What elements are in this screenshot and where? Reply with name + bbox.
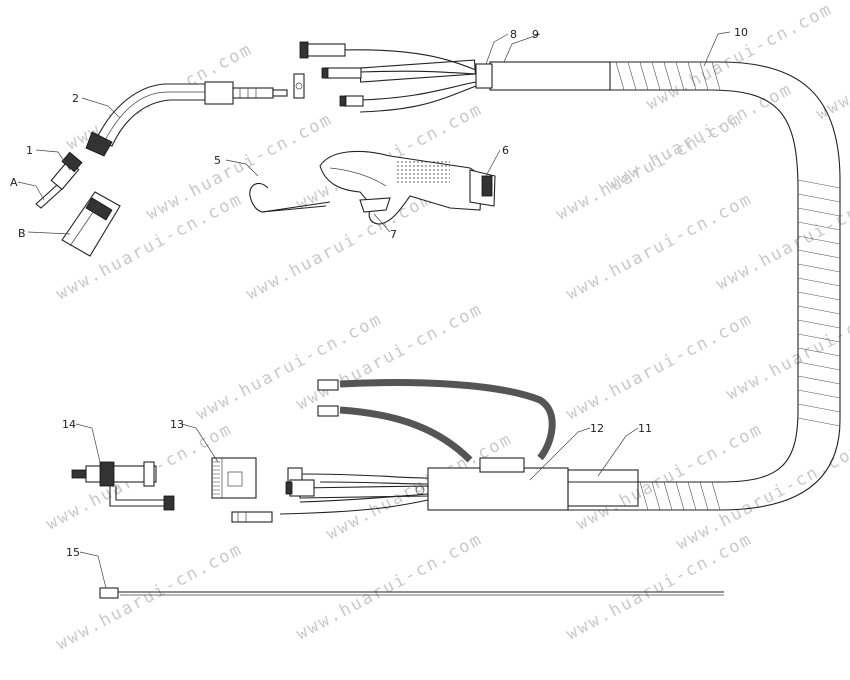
hose-band bbox=[797, 249, 841, 259]
callout-label: 2 bbox=[72, 92, 79, 105]
watermark-text: www.huarui-cn.com bbox=[643, 0, 836, 114]
wire-liner bbox=[99, 587, 724, 599]
adaptor-ring bbox=[211, 457, 257, 499]
watermark-text: www.huarui-cn.com bbox=[293, 529, 486, 644]
hose-band bbox=[639, 481, 649, 511]
hose-band bbox=[639, 61, 649, 91]
callout-label: 10 bbox=[734, 26, 748, 39]
callout-label: 5 bbox=[214, 154, 221, 167]
callout-labels: A B 1 2 5 6 7 8 9 10 11 12 13 14 15 bbox=[10, 26, 748, 559]
hose-band bbox=[675, 481, 685, 511]
leader-lines bbox=[17, 31, 731, 589]
nozzle bbox=[61, 191, 121, 257]
hose-band bbox=[797, 179, 841, 189]
callout-label: 1 bbox=[26, 144, 33, 157]
hose-band bbox=[711, 61, 721, 91]
contact-tip bbox=[35, 151, 83, 209]
hose-band bbox=[687, 61, 697, 91]
cable-hose-outer bbox=[560, 61, 841, 511]
hose-band bbox=[699, 61, 709, 91]
hose-band bbox=[797, 277, 841, 287]
hose-band bbox=[797, 403, 841, 413]
callout-label: 12 bbox=[590, 422, 604, 435]
hose-band bbox=[711, 481, 721, 511]
hose-band bbox=[797, 291, 841, 301]
hose-band bbox=[699, 481, 709, 511]
hose-band bbox=[797, 319, 841, 329]
hose-band bbox=[797, 333, 841, 343]
callout-label: 9 bbox=[532, 28, 539, 41]
callout-label: 6 bbox=[502, 144, 509, 157]
watermark-text: www.huarui-cn.com bbox=[813, 9, 850, 124]
hose-band bbox=[797, 347, 841, 357]
hose-band bbox=[797, 207, 841, 217]
hose-band bbox=[797, 221, 841, 231]
callout-label: 7 bbox=[390, 228, 397, 241]
hanger-hook bbox=[249, 182, 331, 213]
watermark-text: www.huarui-cn.com bbox=[563, 529, 756, 644]
callout-label: 15 bbox=[66, 546, 80, 559]
gooseneck bbox=[85, 73, 305, 157]
watermark-text: www.huarui-cn.com bbox=[563, 309, 756, 424]
rear-connector-group bbox=[299, 41, 611, 113]
hose-band bbox=[797, 375, 841, 385]
hose-band bbox=[797, 417, 841, 427]
watermark-text: www.huarui-cn.com bbox=[53, 539, 246, 654]
watermark-text: www.huarui-cn.com bbox=[723, 289, 850, 404]
callout-label: 8 bbox=[510, 28, 517, 41]
callout-label: 11 bbox=[638, 422, 652, 435]
hose-band bbox=[675, 61, 685, 91]
callout-label: A bbox=[10, 176, 18, 189]
hose-band bbox=[615, 61, 625, 91]
rear-body bbox=[231, 379, 639, 523]
hose-band bbox=[797, 193, 841, 203]
hose-band bbox=[687, 481, 697, 511]
central-connector bbox=[71, 461, 175, 511]
watermark-text: www.huarui-cn.com bbox=[603, 79, 796, 194]
hose-band bbox=[797, 361, 841, 371]
torch-handle bbox=[319, 150, 496, 225]
callout-label: B bbox=[18, 227, 26, 240]
hose-band bbox=[651, 481, 661, 511]
callout-label: 13 bbox=[170, 418, 184, 431]
hose-band bbox=[797, 263, 841, 273]
hose-band bbox=[663, 481, 673, 511]
hose-band bbox=[627, 61, 637, 91]
hose-band bbox=[797, 389, 841, 399]
hose-band bbox=[797, 305, 841, 315]
watermark-text: www.huarui-cn.com bbox=[243, 189, 436, 304]
callout-label: 14 bbox=[62, 418, 76, 431]
hose-band bbox=[663, 61, 673, 91]
hose-band bbox=[797, 235, 841, 245]
hose-band bbox=[651, 61, 661, 91]
